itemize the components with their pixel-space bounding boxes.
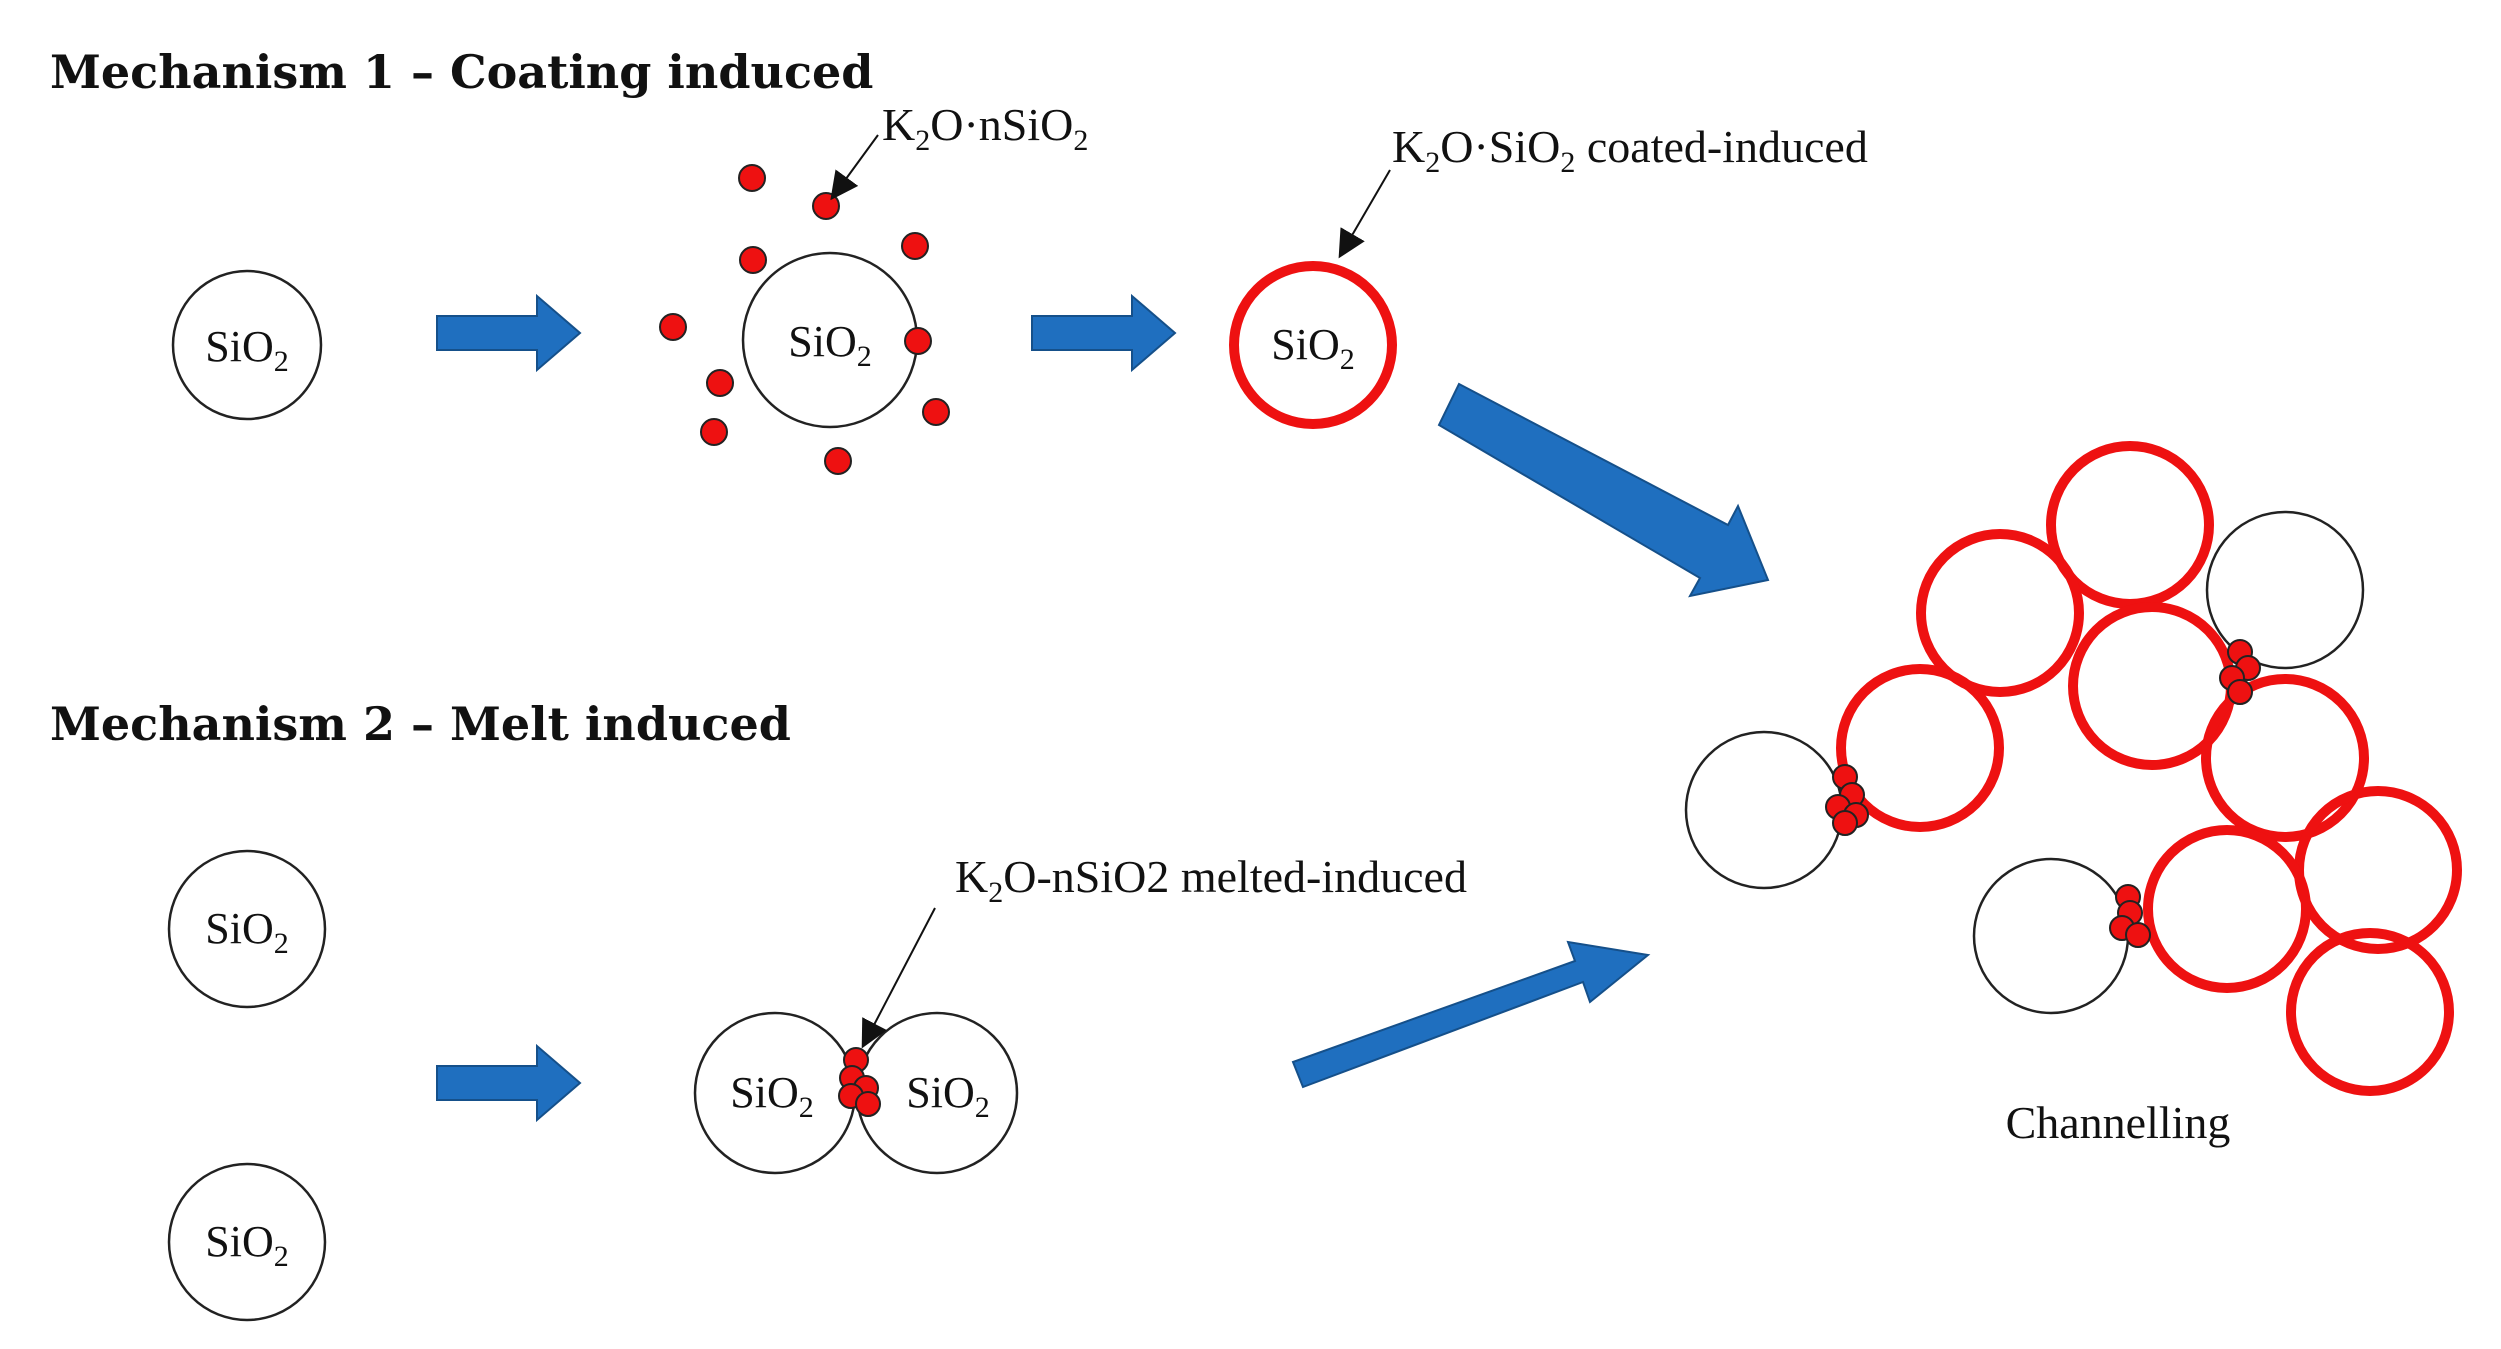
leader-line-melt — [861, 907, 936, 1049]
coated-particle — [2046, 441, 2214, 609]
svg-text:SiO2: SiO2 — [205, 322, 288, 378]
svg-text:SiO2: SiO2 — [205, 1217, 288, 1273]
leader-line-precursor — [830, 134, 879, 201]
process-arrow-m2-1 — [436, 1043, 582, 1123]
process-arrow-m1-2 — [1031, 293, 1177, 373]
precursor-dot — [706, 369, 734, 397]
process-arrow-m2-to-channelling — [1291, 940, 1651, 1089]
precursor-dot — [922, 398, 950, 426]
label-k2o-nsio2-melted-induced: K2O-nSiO2 melted-induced — [955, 851, 1467, 909]
precursor-dot — [904, 327, 932, 355]
melt-dot — [2227, 679, 2253, 705]
precursor-dot — [738, 164, 766, 192]
process-arrow-m1-1 — [436, 293, 582, 373]
svg-text:SiO2: SiO2 — [1271, 320, 1354, 376]
sio2-particle-m1-coated: SiO2 — [1229, 261, 1397, 429]
plain-particle — [1972, 857, 2130, 1015]
coated-particle — [2286, 928, 2454, 1096]
mechanism-1-title: Mechanism 1 – Coating induced — [50, 45, 873, 99]
sio2-particle-m2-plain-top: SiO2 — [167, 849, 327, 1009]
precursor-dot — [700, 418, 728, 446]
channelling-cluster — [1684, 441, 2462, 1096]
leader-line-coated — [1338, 169, 1391, 259]
precursor-dot — [659, 313, 687, 341]
melt-dot — [1832, 810, 1858, 836]
melt-dot — [2125, 922, 2151, 948]
coated-particle — [2201, 674, 2369, 842]
coated-particle — [1916, 529, 2084, 697]
precursor-dot — [739, 246, 767, 274]
svg-text:SiO2: SiO2 — [730, 1068, 813, 1124]
plain-particle — [1684, 730, 1844, 890]
svg-text:SiO2: SiO2 — [906, 1068, 989, 1124]
precursor-dot — [824, 447, 852, 475]
precursor-dot — [901, 232, 929, 260]
melt-cluster-m2 — [838, 1047, 881, 1117]
channelling-label: Channelling — [2006, 1097, 2231, 1148]
sio2-particle-m2-left: SiO2 — [693, 1011, 857, 1175]
coated-particle — [2294, 786, 2462, 954]
label-k2o-sio2-coated-induced: K2O·SiO2 coated-induced — [1392, 121, 1868, 179]
plain-particle — [2205, 510, 2365, 670]
mechanism-2-title: Mechanism 2 – Melt induced — [50, 697, 791, 751]
coated-particle — [1836, 664, 2004, 832]
precursor-dot — [812, 192, 840, 220]
svg-text:SiO2: SiO2 — [788, 317, 871, 373]
precursor-dots — [659, 164, 950, 475]
coated-particle — [2143, 825, 2311, 993]
sio2-particle-m1-plain: SiO2 — [171, 269, 323, 421]
sio2-particle-m1-with-precursor: SiO2 — [741, 251, 919, 429]
process-arrow-m1-to-channelling — [1437, 382, 1770, 598]
sio2-particle-m2-right: SiO2 — [855, 1011, 1019, 1175]
label-k2o-nsio2: K2O·nSiO2 — [882, 99, 1088, 157]
sio2-particle-m2-plain-bottom: SiO2 — [167, 1162, 327, 1322]
svg-text:SiO2: SiO2 — [205, 904, 288, 960]
